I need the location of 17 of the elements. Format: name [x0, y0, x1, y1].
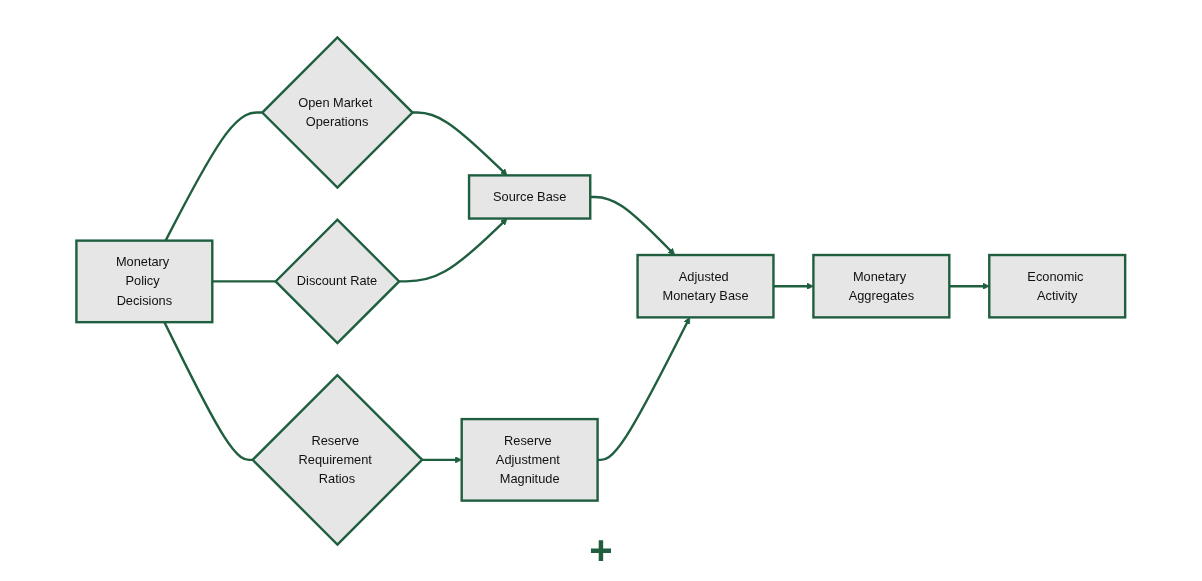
arrow [597, 316, 691, 461]
plus-sign: + [589, 528, 613, 572]
connector [163, 321, 253, 461]
node-diamond: Open Market Operations [260, 35, 415, 189]
node-box: Monetary Policy Decisions [75, 238, 214, 323]
node-diamond: Discount Rate [274, 217, 402, 345]
node-box: Adjusted Monetary Base [636, 253, 775, 319]
arrow [590, 195, 676, 255]
connector [164, 110, 263, 241]
node-diamond: Reserve Requirement Ratios [251, 372, 425, 546]
arrow [773, 282, 814, 290]
node-box: Monetary Aggregates [812, 253, 951, 319]
node-box: Reserve Adjustment Magnitude [460, 417, 599, 502]
arrow [949, 282, 990, 290]
node-box: Economic Activity [988, 253, 1127, 319]
connector [212, 279, 276, 283]
node-box: Source Base [468, 173, 592, 220]
